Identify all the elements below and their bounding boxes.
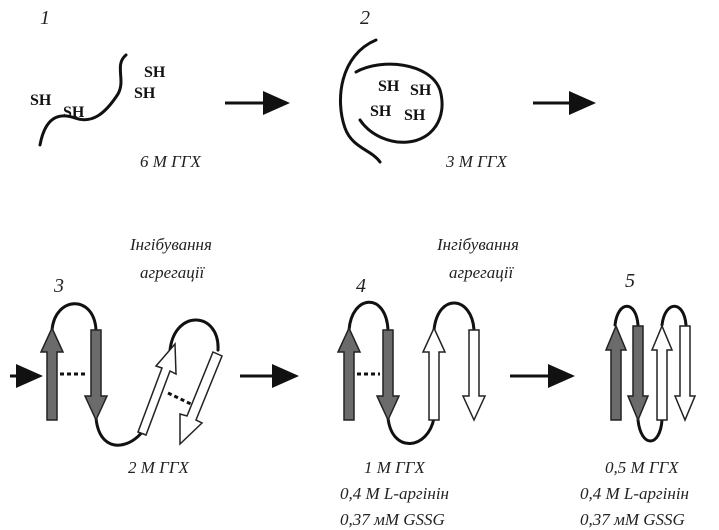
step-1-sh-label-a: SH <box>30 92 52 109</box>
step-5-strand-up-white <box>652 326 672 420</box>
inhibition-label-2-line2: агрегації <box>449 263 515 282</box>
step-5-condition-line1: 0,5 М ГГХ <box>605 458 679 477</box>
step-4-strand-up-white <box>423 328 445 420</box>
step-3-strand-up-white <box>138 344 176 435</box>
step-2-outer-chain <box>340 40 380 162</box>
step-4-strand-up <box>338 328 360 420</box>
step-1: 1 SH SH SH SH 6 М ГГХ <box>30 7 202 171</box>
step-1-condition: 6 М ГГХ <box>140 152 202 171</box>
step-5-condition-line3: 0,37 мМ GSSG <box>580 510 685 529</box>
step-1-number: 1 <box>40 7 50 29</box>
step-5-strand-down <box>628 326 648 420</box>
step-2-sh-label-c: SH <box>370 103 392 120</box>
step-3-strand-down-white <box>180 352 222 444</box>
inhibition-label-1-line1: Інгібування <box>129 235 212 254</box>
step-2-condition: 3 М ГГХ <box>445 152 508 171</box>
step-3-hbond-2 <box>168 393 193 405</box>
step-4-condition-line3: 0,37 мМ GSSG <box>340 510 445 529</box>
inhibition-label-1: Інгібування агрегації <box>129 235 212 282</box>
step-2-sh-label-a: SH <box>378 78 400 95</box>
step-4-strand-down <box>377 330 399 420</box>
step-3-strand-up <box>41 328 63 420</box>
inhibition-label-1-line2: агрегації <box>140 263 206 282</box>
step-5: 5 0,5 М ГГХ 0,4 М L-аргінін 0,37 мМ GSSG <box>580 270 695 529</box>
step-1-sh-label-b: SH <box>63 104 85 121</box>
step-3-strand-down <box>85 330 107 420</box>
step-4-condition-line2: 0,4 М L-аргінін <box>340 484 449 503</box>
step-1-sh-label-c: SH <box>144 64 166 81</box>
step-5-number: 5 <box>625 270 635 292</box>
inhibition-label-2-line1: Інгібування <box>436 235 519 254</box>
step-2-inner-chain <box>356 64 442 142</box>
step-3-number: 3 <box>53 275 64 297</box>
step-2-sh-label-b: SH <box>410 82 432 99</box>
step-5-backbone <box>615 306 686 441</box>
step-4: 4 1 М ГГХ 0,4 М L-аргінін 0,37 мМ GSSG <box>338 275 485 529</box>
step-5-strand-down-white <box>675 326 695 420</box>
step-2-sh-label-d: SH <box>404 107 426 124</box>
step-2: 2 SH SH SH SH 3 М ГГХ <box>340 7 507 171</box>
step-5-condition-line2: 0,4 М L-аргінін <box>580 484 689 503</box>
step-4-number: 4 <box>356 275 366 297</box>
step-2-number: 2 <box>360 7 370 29</box>
inhibition-label-2: Інгібування агрегації <box>436 235 519 282</box>
step-3: 3 2 М ГГХ <box>10 275 222 477</box>
step-4-strand-down-white <box>463 330 485 420</box>
step-4-condition-line1: 1 М ГГХ <box>364 458 426 477</box>
step-5-strand-up <box>606 326 626 420</box>
step-3-condition-line1: 2 М ГГХ <box>128 458 190 477</box>
step-1-sh-label-d: SH <box>134 85 156 102</box>
step-1-unfolded-chain <box>40 55 126 145</box>
